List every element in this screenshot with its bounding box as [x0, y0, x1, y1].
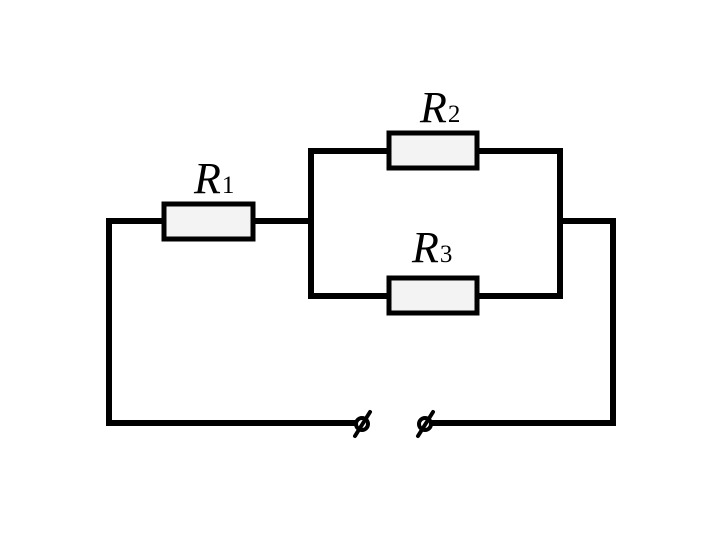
label-r3: R3 — [411, 223, 452, 272]
label-r1: R1 — [193, 154, 234, 203]
terminal-left — [353, 410, 372, 438]
wire-left-loop — [106, 218, 360, 426]
label-r2-letter: R — [419, 83, 447, 132]
resistor-r2 — [386, 130, 480, 171]
terminal-right — [416, 410, 435, 438]
resistor-r3 — [386, 275, 480, 316]
label-r3-subscript: 3 — [440, 241, 453, 268]
label-r2: R2 — [419, 83, 460, 132]
label-r1-letter: R — [193, 154, 221, 203]
label-r1-subscript: 1 — [222, 172, 235, 199]
wire-right-loop — [422, 218, 616, 426]
label-r2-subscript: 2 — [448, 101, 461, 128]
label-r3-letter: R — [411, 223, 439, 272]
resistor-r1 — [161, 201, 256, 242]
